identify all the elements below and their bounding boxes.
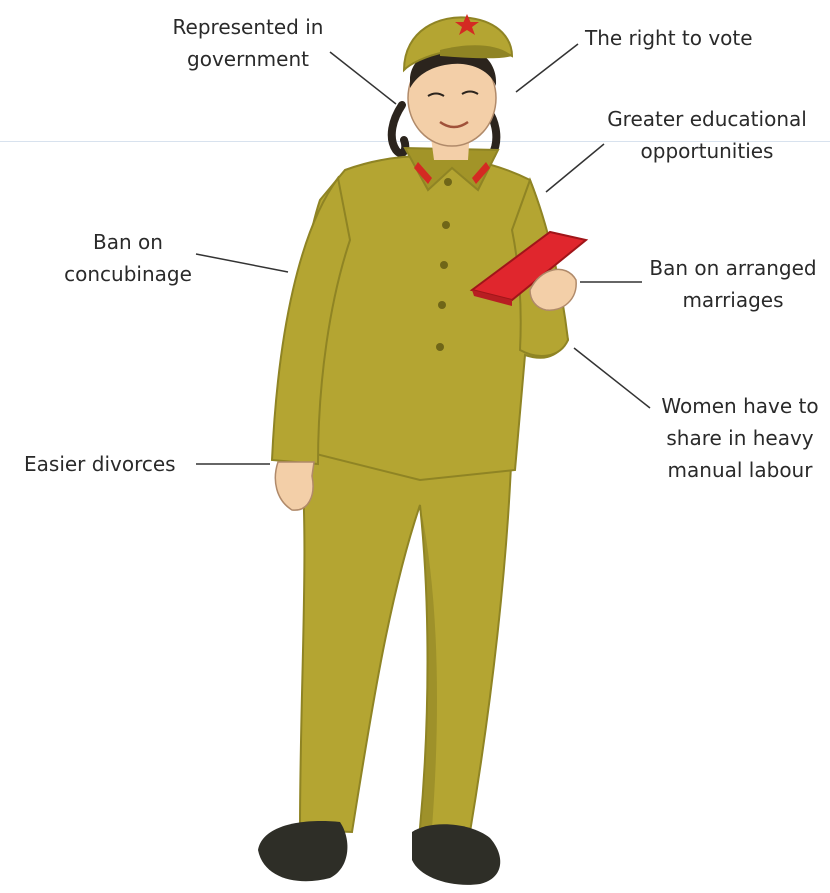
left-hand <box>275 462 314 510</box>
label-vote: The right to vote <box>585 22 753 54</box>
label-government: Represented in government <box>160 11 336 75</box>
label-education: Greater educational opportunities <box>594 103 820 167</box>
woman-figure <box>258 14 586 885</box>
trousers <box>300 440 512 832</box>
button <box>436 343 444 351</box>
label-labour: Women have to share in heavy manual labo… <box>652 390 828 486</box>
label-divorce: Easier divorces <box>24 448 176 480</box>
left-braid <box>392 105 406 153</box>
button <box>440 261 448 269</box>
leader-concubinage <box>196 254 288 272</box>
leader-labour <box>574 348 650 408</box>
right-shoe <box>412 824 500 885</box>
label-arranged: Ban on arranged marriages <box>640 252 826 316</box>
label-concubinage: Ban on concubinage <box>56 226 200 290</box>
left-shoe <box>258 821 347 881</box>
leader-vote <box>516 44 578 92</box>
leader-government <box>330 52 396 104</box>
button <box>438 301 446 309</box>
button <box>444 178 452 186</box>
button <box>442 221 450 229</box>
